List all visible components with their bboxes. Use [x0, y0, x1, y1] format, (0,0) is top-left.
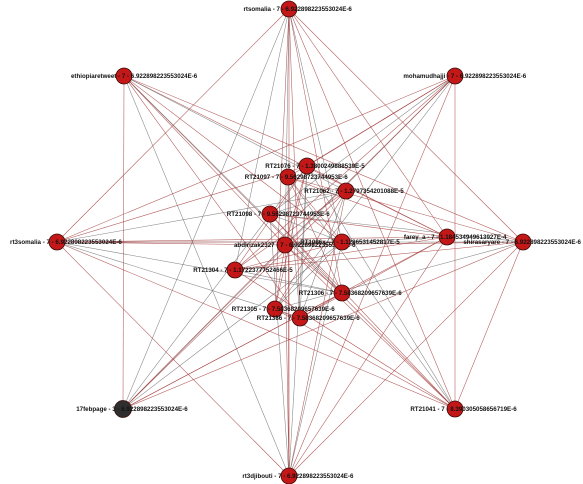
node-circle[interactable] [266, 300, 284, 318]
graph-edge [454, 241, 524, 410]
node-circle[interactable] [48, 233, 66, 251]
graph-edge [284, 236, 448, 246]
node-circle[interactable] [115, 67, 133, 85]
graph-edge [123, 75, 343, 294]
node-circle[interactable] [337, 182, 355, 200]
graph-edge [284, 244, 343, 294]
edges-layer [56, 8, 524, 477]
graph-edge [56, 241, 290, 477]
node-circle[interactable] [446, 400, 464, 418]
graph-edge [56, 241, 456, 410]
graph-edge [269, 213, 343, 243]
graph-edge [269, 213, 343, 294]
graph-edge [122, 241, 343, 410]
graph-edge [288, 8, 448, 238]
graph-edge [284, 165, 308, 246]
graph-edge [122, 165, 308, 410]
graph-edge [269, 190, 347, 215]
graph-edge [234, 190, 347, 271]
node-circle[interactable] [333, 233, 351, 251]
node-circle[interactable] [226, 261, 244, 279]
node-circle[interactable] [291, 309, 309, 327]
graph-edge [274, 308, 456, 410]
graph-edge [234, 241, 343, 271]
graph-edge [288, 8, 343, 294]
graph-edge [306, 165, 456, 410]
graph-edge [123, 75, 290, 477]
graph-edge [122, 75, 125, 410]
graph-edge [284, 244, 456, 410]
graph-edge [274, 241, 524, 310]
graph-edge [269, 213, 524, 243]
node-circle[interactable] [280, 0, 298, 18]
graph-edge [234, 269, 343, 294]
graph-edge [299, 236, 448, 319]
graph-edge [234, 269, 456, 410]
node-circle[interactable] [276, 236, 294, 254]
graph-edge [306, 165, 448, 238]
graph-edge [299, 190, 347, 319]
graph-edge [123, 75, 286, 246]
graph-edge [284, 8, 290, 246]
graph-edge [56, 241, 286, 246]
graph-edge [274, 244, 286, 310]
node-circle[interactable] [514, 233, 532, 251]
graph-edge [288, 75, 456, 477]
graph-edge [123, 75, 524, 243]
graph-edge [287, 176, 343, 294]
graph-edge [306, 75, 456, 167]
graph-edge [122, 244, 286, 410]
node-circle[interactable] [279, 168, 297, 186]
node-circle[interactable] [114, 400, 132, 418]
graph-edge [269, 213, 290, 477]
graph-edge [56, 236, 448, 243]
graph-edge [269, 75, 456, 215]
node-circle[interactable] [333, 284, 351, 302]
node-circle[interactable] [298, 157, 316, 175]
graph-edge [287, 176, 343, 243]
graph-edge [287, 176, 448, 238]
graph-edge [287, 176, 524, 243]
graph-edge [234, 8, 290, 271]
graph-edge [234, 236, 448, 271]
node-circle[interactable] [261, 205, 279, 223]
graph-edge [288, 241, 343, 477]
graph-edge [122, 190, 347, 410]
node-circle[interactable] [438, 228, 456, 246]
graph-edge [299, 165, 308, 319]
graph-edge [287, 176, 290, 477]
graph-edge [288, 241, 524, 477]
graph-edge [288, 236, 448, 477]
graph-edge [274, 165, 308, 310]
node-circle[interactable] [446, 67, 464, 85]
graph-edge [284, 75, 456, 246]
graph-edge [288, 8, 301, 319]
graph-edge [56, 75, 456, 243]
graph-edge [234, 241, 524, 271]
graph-edge [56, 241, 301, 319]
graph-edge [56, 165, 308, 243]
graph-edge [122, 8, 290, 410]
graph-edge [269, 213, 448, 238]
graph-edge [288, 8, 456, 410]
graph-edge [287, 176, 456, 410]
graph-edge [284, 244, 290, 477]
graph-edge [123, 75, 448, 238]
graph-edge [274, 241, 343, 310]
node-circle[interactable] [280, 467, 298, 484]
graph-edge [287, 176, 301, 319]
graph-edge [56, 241, 343, 294]
graph-edge [269, 213, 456, 410]
